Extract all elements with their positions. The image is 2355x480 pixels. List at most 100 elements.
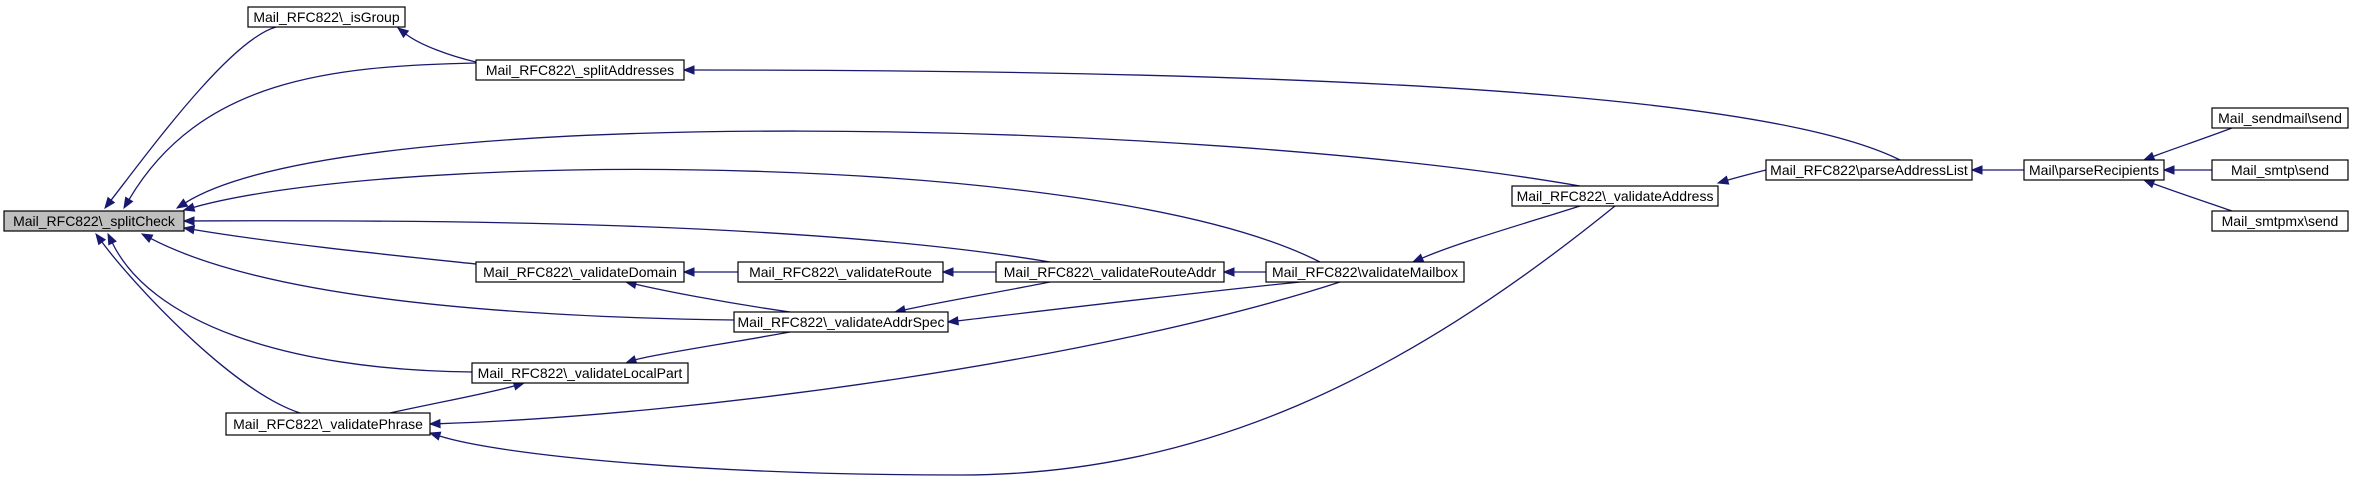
arrowhead bbox=[396, 27, 410, 39]
node-label: Mail_smtp\send bbox=[2231, 162, 2329, 178]
node-box bbox=[1265, 261, 1465, 283]
arrowhead bbox=[2142, 179, 2156, 189]
node-label: Mail_RFC822\_validateLocalPart bbox=[478, 365, 683, 381]
edge-sendmailSend-to-parseRecipients bbox=[2142, 127, 2233, 161]
edge-parseRecipients-to-parseAddressList bbox=[1970, 165, 2024, 175]
arrowhead bbox=[123, 196, 134, 210]
node-validateAddress[interactable]: Mail_RFC822\_validateAddress bbox=[1511, 185, 1719, 207]
node-box bbox=[1511, 185, 1719, 207]
node-validateDomain[interactable]: Mail_RFC822\_validateDomain bbox=[475, 261, 685, 283]
node-parseAddressList[interactable]: Mail_RFC822\parseAddressList bbox=[1765, 159, 1973, 181]
node-box bbox=[2211, 159, 2349, 181]
node-label: Mail_RFC822\_validateAddrSpec bbox=[738, 314, 945, 330]
edge-validateAddress-to-splitCheck bbox=[175, 130, 1581, 209]
node-label: Mail_RFC822\_validateRoute bbox=[749, 264, 932, 280]
node-validatePhrase[interactable]: Mail_RFC822\_validatePhrase bbox=[225, 412, 431, 436]
node-label: Mail_sendmail\send bbox=[2218, 110, 2342, 126]
node-label: Mail_RFC822\_validateAddress bbox=[1517, 188, 1714, 204]
edge-validateRoute-to-validateDomain bbox=[682, 267, 738, 277]
node-validateMailbox[interactable]: Mail_RFC822\validateMailbox bbox=[1265, 261, 1465, 283]
node-label: Mail_RFC822\_splitAddresses bbox=[486, 62, 674, 78]
node-box bbox=[995, 261, 1225, 283]
node-validateRoute[interactable]: Mail_RFC822\_validateRoute bbox=[737, 261, 944, 283]
arrowhead bbox=[682, 267, 695, 277]
node-label: Mail_RFC822\_splitCheck bbox=[13, 213, 176, 229]
arrowhead bbox=[175, 198, 189, 209]
edge-parseAddressList-to-validateAddress bbox=[1716, 169, 1767, 185]
node-splitCheck[interactable]: Mail_RFC822\_splitCheck bbox=[3, 210, 185, 232]
node-box bbox=[2211, 210, 2349, 232]
arrowhead bbox=[2162, 165, 2175, 175]
arrowhead bbox=[95, 232, 107, 246]
edge-validateAddress-to-validateMailbox bbox=[1411, 205, 1581, 263]
edge-validateMailbox-to-validateAddrSpec bbox=[946, 281, 1301, 326]
node-label: Mail_RFC822\parseAddressList bbox=[1770, 162, 1968, 178]
arrowhead bbox=[182, 216, 195, 226]
edges-layer bbox=[95, 26, 2233, 476]
arrowhead bbox=[2142, 151, 2156, 161]
arrowhead bbox=[428, 418, 441, 429]
arrowhead bbox=[946, 316, 959, 326]
node-sendmailSend[interactable]: Mail_sendmail\send bbox=[2211, 107, 2349, 129]
arrowhead bbox=[182, 225, 196, 235]
node-label: Mail_RFC822\_validatePhrase bbox=[233, 416, 423, 432]
node-validateRouteAddr[interactable]: Mail_RFC822\_validateRouteAddr bbox=[995, 261, 1225, 283]
node-label: Mail_smtpmx\send bbox=[2222, 213, 2339, 229]
edge-validateAddrSpec-to-validateLocalPart bbox=[624, 331, 791, 365]
edge-validateRouteAddr-to-validateAddrSpec bbox=[893, 281, 1051, 315]
edge-validateAddress-to-validatePhrase bbox=[428, 205, 1616, 476]
edge-validateMailbox-to-splitCheck bbox=[182, 168, 1321, 263]
edge-smtpmxSend-to-parseRecipients bbox=[2142, 179, 2233, 212]
node-box bbox=[471, 362, 689, 384]
node-box bbox=[2023, 159, 2165, 181]
node-validateLocalPart[interactable]: Mail_RFC822\_validateLocalPart bbox=[471, 362, 689, 384]
node-smtpSend[interactable]: Mail_smtp\send bbox=[2211, 159, 2349, 181]
node-label: Mail\parseRecipients bbox=[2029, 162, 2159, 178]
edge-parseAddressList-to-splitAddresses bbox=[682, 65, 1901, 161]
arrowhead bbox=[182, 202, 196, 212]
node-box bbox=[2211, 107, 2349, 129]
edge-validateLocalPart-to-splitCheck bbox=[107, 232, 473, 373]
nodes-layer: Mail_RFC822\_splitCheck Mail_RFC822\_isGr… bbox=[3, 6, 2349, 436]
node-smtpmxSend[interactable]: Mail_smtpmx\send bbox=[2211, 210, 2349, 232]
edge-validatePhrase-to-splitCheck bbox=[95, 232, 301, 414]
arrowhead bbox=[682, 65, 695, 75]
node-label: Mail_RFC822\_isGroup bbox=[253, 9, 399, 25]
arrowhead bbox=[107, 232, 117, 246]
arrowhead bbox=[941, 267, 954, 277]
edge-validatePhrase-to-validateLocalPart bbox=[389, 381, 526, 414]
node-isGroup[interactable]: Mail_RFC822\_isGroup bbox=[247, 6, 406, 28]
node-box bbox=[475, 59, 685, 81]
arrowhead bbox=[1970, 165, 1983, 175]
edge-validateRouteAddr-to-validateRoute bbox=[941, 267, 996, 277]
node-box bbox=[475, 261, 685, 283]
edge-isGroup-to-splitCheck bbox=[104, 26, 277, 210]
node-label: Mail_RFC822\_validateRouteAddr bbox=[1004, 264, 1217, 280]
edge-validateMailbox-to-validateRouteAddr bbox=[1222, 267, 1266, 277]
node-label: Mail_RFC822\_validateDomain bbox=[483, 264, 677, 280]
arrowhead bbox=[1411, 253, 1425, 263]
node-box bbox=[737, 261, 944, 283]
arrowhead bbox=[104, 196, 116, 210]
arrowhead bbox=[140, 233, 154, 244]
arrowhead bbox=[428, 431, 442, 441]
edge-validateDomain-to-splitCheck bbox=[182, 225, 477, 265]
edge-validateMailbox-to-validatePhrase bbox=[428, 281, 1341, 429]
edge-splitAddresses-to-isGroup bbox=[396, 27, 477, 63]
edge-smtpSend-to-parseRecipients bbox=[2162, 165, 2212, 175]
node-box bbox=[3, 210, 185, 232]
node-box bbox=[733, 311, 949, 333]
node-splitAddresses[interactable]: Mail_RFC822\_splitAddresses bbox=[475, 59, 685, 81]
edge-validateAddrSpec-to-splitCheck bbox=[140, 233, 735, 321]
edge-validateAddrSpec-to-validateDomain bbox=[624, 279, 791, 313]
node-parseRecipients[interactable]: Mail\parseRecipients bbox=[2023, 159, 2165, 181]
arrowhead bbox=[1716, 175, 1730, 185]
node-box bbox=[247, 6, 406, 28]
edge-splitAddresses-to-splitCheck bbox=[123, 62, 477, 210]
node-validateAddrSpec[interactable]: Mail_RFC822\_validateAddrSpec bbox=[733, 311, 949, 333]
node-box bbox=[1765, 159, 1973, 181]
node-label: Mail_RFC822\validateMailbox bbox=[1272, 264, 1458, 280]
edge-validateRouteAddr-to-splitCheck bbox=[182, 216, 1051, 263]
arrowhead bbox=[1222, 267, 1235, 277]
